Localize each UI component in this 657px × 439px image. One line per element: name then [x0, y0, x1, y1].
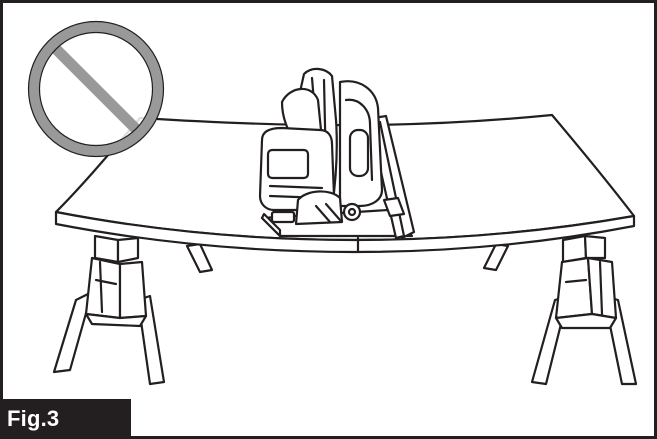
sawhorse-right-back-leg	[482, 242, 510, 272]
figure-label: Fig.3	[0, 399, 131, 439]
sawhorse-left	[52, 234, 166, 386]
circular-saw	[258, 67, 416, 240]
sawhorse-right	[530, 234, 638, 386]
prohibition-icon	[28, 21, 164, 157]
